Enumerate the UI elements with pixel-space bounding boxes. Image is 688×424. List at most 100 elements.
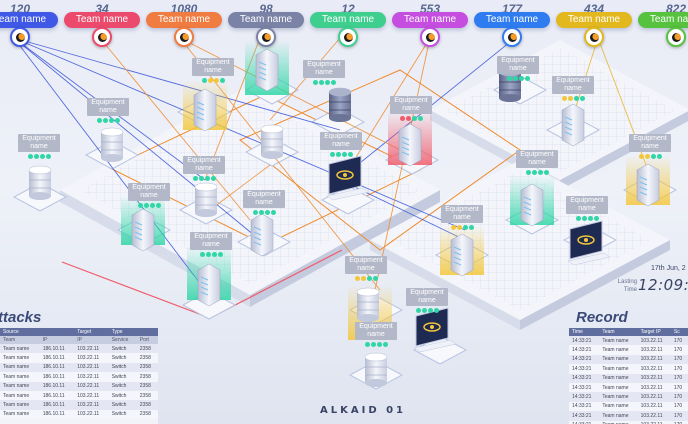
status-dot [102, 118, 108, 123]
record-cell: 14:33:21 [569, 354, 600, 365]
status-dot [543, 170, 549, 175]
team-card-0[interactable]: 120Team name [0, 0, 58, 48]
record-cell: 103.22.11 [637, 411, 671, 421]
db-cylinder-left-body [29, 170, 51, 196]
attacks-cell: 186.10.11 [39, 409, 75, 420]
team-name-pill[interactable]: Team name [556, 12, 632, 28]
attacks-cell: Switch [108, 344, 137, 354]
attacks-cell: 103.22.11 [74, 362, 109, 373]
team-name-pill[interactable]: Team name [638, 12, 688, 28]
db-cylinder-lowest-body [365, 357, 387, 383]
status-dot [252, 210, 258, 215]
record-cell: 170 [670, 345, 688, 355]
attacks-cell: Team name [0, 390, 40, 401]
attacks-cell: Switch [108, 381, 137, 391]
status-dot [330, 80, 336, 85]
record-col-target-ip: Target IP [637, 328, 671, 336]
status-dots [390, 116, 432, 121]
record-cell: Team name [599, 420, 638, 424]
db-cylinder-upper-left-body [101, 132, 123, 158]
team-name-pill[interactable]: Team name [392, 12, 468, 28]
server-rack-right-slot-0 [523, 196, 532, 201]
attacks-cell: Team name [0, 344, 40, 354]
status-dot [360, 276, 366, 281]
status-dot [433, 308, 439, 313]
status-dots [355, 342, 397, 347]
server-rack-red [398, 123, 422, 167]
monitor-bottom-pupil [430, 325, 434, 329]
team-name-pill[interactable]: Team name [0, 12, 58, 28]
attacks-cell: 103.22.11 [74, 381, 109, 391]
team-name-pill[interactable]: Team name [64, 12, 140, 28]
link-line-3 [13, 37, 261, 241]
server-rack-left [131, 208, 155, 252]
status-dot [341, 152, 347, 157]
team-name-pill[interactable]: Team name [228, 12, 304, 28]
server-rack-bottom-slot-0 [200, 276, 209, 281]
main-platform-side-r [250, 190, 440, 307]
team-name-pill[interactable]: Team name [146, 12, 222, 28]
attacks-cell: 103.22.11 [74, 353, 109, 363]
monitor-center-pupil [343, 173, 347, 177]
link-line-1 [13, 37, 341, 131]
team-name-pill[interactable]: Team name [474, 12, 550, 28]
status-dot [382, 342, 388, 347]
status-dot [149, 203, 155, 208]
status-dot [324, 80, 330, 85]
team-name-pill[interactable]: Team name [310, 12, 386, 28]
